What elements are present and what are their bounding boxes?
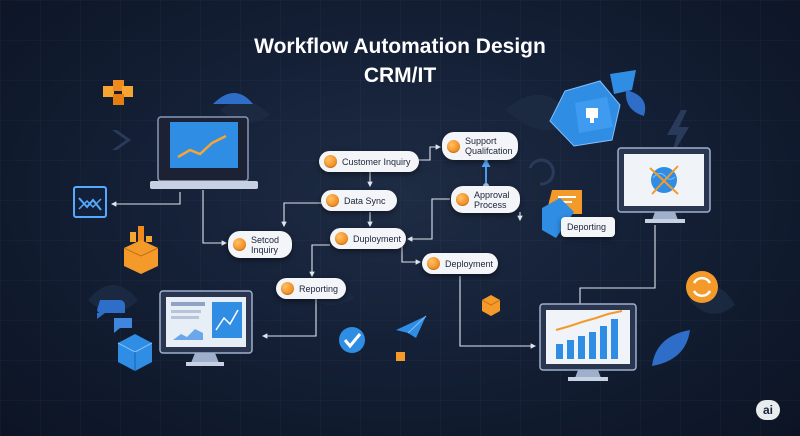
trend-chart-icon [73,186,107,218]
node-label: Setcod Inquiry [251,234,280,255]
blue-polyhedron-icon [549,70,646,147]
page-subtitle: CRM/IT [363,64,437,87]
checkmark-icon [339,327,365,353]
ai-badge: ai [756,400,780,420]
node-deployment[interactable]: Deployment [422,253,498,274]
monitor-bar-chart-icon [539,303,637,381]
node-status-dot [335,232,348,245]
node-label: Approval Process [474,189,510,210]
node-label: Deployment [445,258,494,269]
node-status-dot [324,155,337,168]
monitor-document-icon [159,290,253,366]
lightning-icon [667,110,689,157]
leaf-icon [652,330,690,366]
sync-arrows-icon [528,158,582,238]
chat-bubbles-icon [97,300,132,333]
node-data-sync[interactable]: Data Sync [321,190,397,211]
building-blocks-icon [123,226,159,274]
node-label: Support Qualifcation [465,136,513,156]
orange-cube-icon [481,295,501,316]
node-status-dot [326,194,339,207]
node-setcod-inquiry[interactable]: Setcod Inquiry [228,231,292,258]
node-duployment[interactable]: Duployment [330,228,406,249]
node-customer-inquiry[interactable]: Customer Inquiry [319,151,419,172]
node-label: Deporting [567,222,607,232]
laptop-chart-icon [150,93,258,189]
node-label: Reporting [299,283,339,294]
node-label: Data Sync [344,195,386,206]
blue-cube-icon [117,334,153,371]
page-title: Workflow Automation Design [254,35,546,58]
node-status-dot [456,193,469,206]
chevron-decor-icon [112,130,131,150]
orange-cubes-icon [103,80,133,105]
node-status-dot [233,238,246,251]
node-label: Customer Inquiry [342,156,411,167]
orange-sync-icon [686,271,718,303]
paper-plane-icon [396,315,427,361]
node-reporting[interactable]: Reporting [276,278,346,299]
monitor-globe-icon [617,147,711,223]
node-status-dot [447,139,460,153]
node-deporting[interactable]: Deporting [561,217,615,237]
node-label: Duployment [353,233,402,244]
node-support-qualification[interactable]: Support Qualifcation [442,132,518,160]
node-status-dot [427,257,440,270]
node-approval-process[interactable]: Approval Process [451,186,520,213]
node-status-dot [281,282,294,295]
